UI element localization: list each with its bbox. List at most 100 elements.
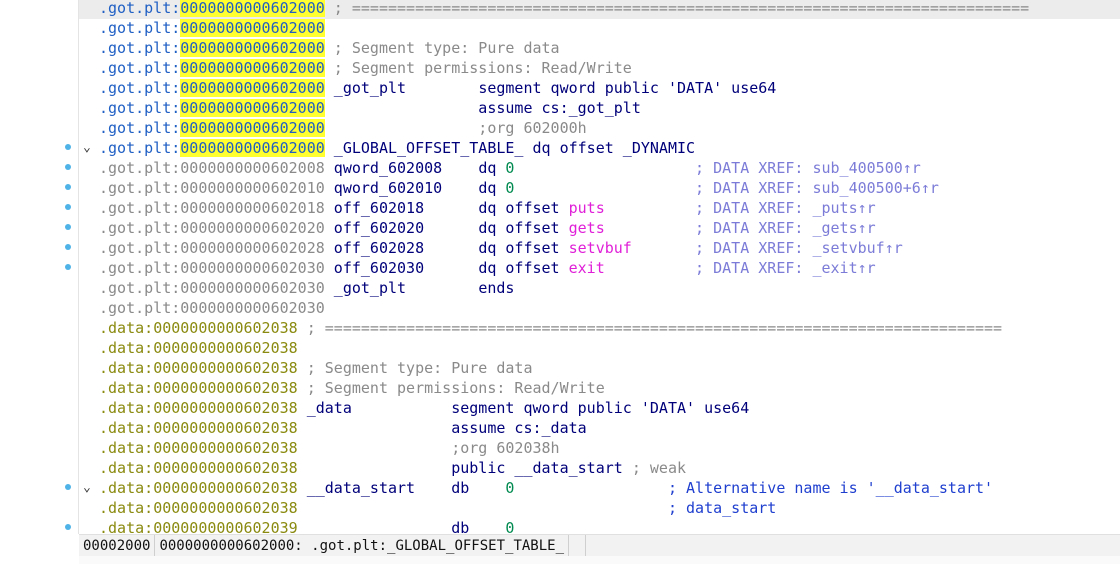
- address[interactable]: 0000000000602038: [153, 379, 298, 397]
- listing-line[interactable]: .got.plt:0000000000602030: [79, 299, 1120, 319]
- address[interactable]: 0000000000602038: [153, 359, 298, 377]
- address[interactable]: 0000000000602030: [180, 279, 325, 297]
- listing-line[interactable]: .data:0000000000602038 _data segment qwo…: [79, 399, 1120, 419]
- breakpoint-dot-icon[interactable]: [65, 264, 71, 270]
- comment: ; Segment permissions: Read/Write: [324, 59, 632, 77]
- listing-line[interactable]: .got.plt:0000000000602030 _got_plt ends: [79, 279, 1120, 299]
- breakpoint-dot-icon[interactable]: [65, 484, 71, 490]
- listing-line[interactable]: .data:0000000000602038 ;org 602038h: [79, 439, 1120, 459]
- listing-line[interactable]: .got.plt:0000000000602030 off_602030 dq …: [79, 259, 1120, 279]
- address[interactable]: 0000000000602030: [180, 259, 325, 277]
- listing-line[interactable]: .got.plt:0000000000602000: [79, 19, 1120, 39]
- address[interactable]: 0000000000602000: [180, 79, 325, 97]
- address[interactable]: 0000000000602000: [180, 59, 325, 77]
- segment-name: .data:: [99, 499, 154, 517]
- import-name[interactable]: setvbuf: [568, 239, 632, 257]
- label[interactable]: _got_plt: [324, 279, 479, 297]
- address[interactable]: 0000000000602038: [153, 479, 298, 497]
- breakpoint-dot-icon[interactable]: [65, 244, 71, 250]
- xref-comment[interactable]: ; DATA XREF: sub_400500+6↑r: [514, 179, 939, 197]
- listing-line[interactable]: .got.plt:0000000000602008 qword_602008 d…: [79, 159, 1120, 179]
- label[interactable]: off_602018: [324, 199, 479, 217]
- segment-name: .data:: [99, 399, 154, 417]
- current-location: 0000000000602000: .got.plt:_GLOBAL_OFFSE…: [155, 535, 570, 557]
- breakpoint-dot-icon[interactable]: [65, 204, 71, 210]
- listing-line[interactable]: .data:0000000000602038 ; ===============…: [79, 319, 1120, 339]
- listing-line[interactable]: .got.plt:0000000000602000 _got_plt segme…: [79, 79, 1120, 99]
- address[interactable]: 0000000000602018: [180, 199, 325, 217]
- listing-line[interactable]: .data:0000000000602038 ; data_start: [79, 499, 1120, 519]
- listing-line[interactable]: .data:0000000000602038 public __data_sta…: [79, 459, 1120, 479]
- label[interactable]: __data_start: [297, 479, 452, 497]
- segment-name: .data:: [99, 439, 154, 457]
- collapse-chevron-icon[interactable]: ⌄: [83, 480, 91, 495]
- import-name[interactable]: exit: [568, 259, 605, 277]
- listing-line[interactable]: .got.plt:0000000000602000 ; Segment type…: [79, 39, 1120, 59]
- xref-comment[interactable]: ; DATA XREF: _exit↑r: [604, 259, 876, 277]
- xref-comment[interactable]: ; DATA XREF: _gets↑r: [604, 219, 876, 237]
- listing-line[interactable]: .got.plt:0000000000602018 off_602018 dq …: [79, 199, 1120, 219]
- label[interactable]: qword_602008: [324, 159, 479, 177]
- address[interactable]: 0000000000602008: [180, 159, 325, 177]
- collapse-chevron-icon[interactable]: ⌄: [83, 140, 91, 155]
- comment: ; Segment type: Pure data: [324, 39, 560, 57]
- label[interactable]: _data: [297, 399, 452, 417]
- listing-line[interactable]: ⌄.got.plt:0000000000602000 _GLOBAL_OFFSE…: [79, 139, 1120, 159]
- address[interactable]: 0000000000602000: [180, 39, 325, 57]
- address[interactable]: 0000000000602000: [180, 19, 325, 37]
- listing-line[interactable]: ⌄.data:0000000000602038 __data_start db …: [79, 479, 1120, 499]
- listing-line[interactable]: .got.plt:0000000000602000 ; Segment perm…: [79, 59, 1120, 79]
- listing-line[interactable]: .got.plt:0000000000602028 off_602028 dq …: [79, 239, 1120, 259]
- xref-comment[interactable]: ; DATA XREF: sub_400500↑r: [514, 159, 921, 177]
- instruction: assume cs:_data: [297, 419, 587, 437]
- address[interactable]: 0000000000602000: [180, 0, 325, 17]
- xref-comment[interactable]: ; DATA XREF: _puts↑r: [604, 199, 876, 217]
- listing-line[interactable]: .data:0000000000602038: [79, 339, 1120, 359]
- breakpoint-dot-icon[interactable]: [65, 524, 71, 530]
- segment-name: .got.plt:: [99, 279, 181, 297]
- segment-name: .got.plt:: [99, 159, 181, 177]
- listing-line[interactable]: .data:0000000000602039 db 0: [79, 519, 1120, 534]
- label[interactable]: _got_plt: [324, 79, 479, 97]
- listing-line[interactable]: .got.plt:0000000000602020 off_602020 dq …: [79, 219, 1120, 239]
- address[interactable]: 0000000000602000: [180, 139, 325, 157]
- address[interactable]: 0000000000602010: [180, 179, 325, 197]
- listing-line[interactable]: .got.plt:0000000000602000 assume cs:_got…: [79, 99, 1120, 119]
- bottom-strip: [79, 556, 1120, 564]
- import-name[interactable]: puts: [568, 199, 605, 217]
- listing-line[interactable]: .got.plt:0000000000602010 qword_602010 d…: [79, 179, 1120, 199]
- address[interactable]: 0000000000602038: [153, 439, 298, 457]
- address[interactable]: 0000000000602038: [153, 339, 298, 357]
- breakpoint-dot-icon[interactable]: [65, 184, 71, 190]
- listing-line[interactable]: .got.plt:0000000000602000 ;org 602000h: [79, 119, 1120, 139]
- xref-comment[interactable]: ; DATA XREF: _setvbuf↑r: [631, 239, 903, 257]
- address[interactable]: 0000000000602038: [153, 499, 298, 517]
- label[interactable]: off_602020: [324, 219, 479, 237]
- address[interactable]: 0000000000602038: [153, 419, 298, 437]
- breakpoint-dot-icon[interactable]: [65, 164, 71, 170]
- address[interactable]: 0000000000602000: [180, 119, 325, 137]
- breakpoint-dot-icon[interactable]: [65, 224, 71, 230]
- listing-line[interactable]: .got.plt:0000000000602000 ; ============…: [79, 0, 1120, 19]
- disassembly-listing[interactable]: .got.plt:0000000000602000 ; ============…: [79, 0, 1120, 534]
- address[interactable]: 0000000000602038: [153, 319, 298, 337]
- status-spacer: [569, 535, 587, 557]
- address[interactable]: 0000000000602038: [153, 399, 298, 417]
- segment-name: .got.plt:: [99, 79, 181, 97]
- breakpoint-dot-icon[interactable]: [65, 144, 71, 150]
- address[interactable]: 0000000000602039: [153, 519, 298, 534]
- label[interactable]: qword_602010: [324, 179, 479, 197]
- listing-line[interactable]: .data:0000000000602038 ; Segment type: P…: [79, 359, 1120, 379]
- instruction: dq offset: [478, 259, 569, 277]
- import-name[interactable]: gets: [568, 219, 605, 237]
- address[interactable]: 0000000000602028: [180, 239, 325, 257]
- address[interactable]: 0000000000602020: [180, 219, 325, 237]
- label[interactable]: off_602028: [324, 239, 479, 257]
- address[interactable]: 0000000000602000: [180, 99, 325, 117]
- listing-line[interactable]: .data:0000000000602038 assume cs:_data: [79, 419, 1120, 439]
- label[interactable]: off_602030: [324, 259, 479, 277]
- address[interactable]: 0000000000602030: [180, 299, 325, 317]
- segment-name: .data:: [99, 379, 154, 397]
- listing-line[interactable]: .data:0000000000602038 ; Segment permiss…: [79, 379, 1120, 399]
- address[interactable]: 0000000000602038: [153, 459, 298, 477]
